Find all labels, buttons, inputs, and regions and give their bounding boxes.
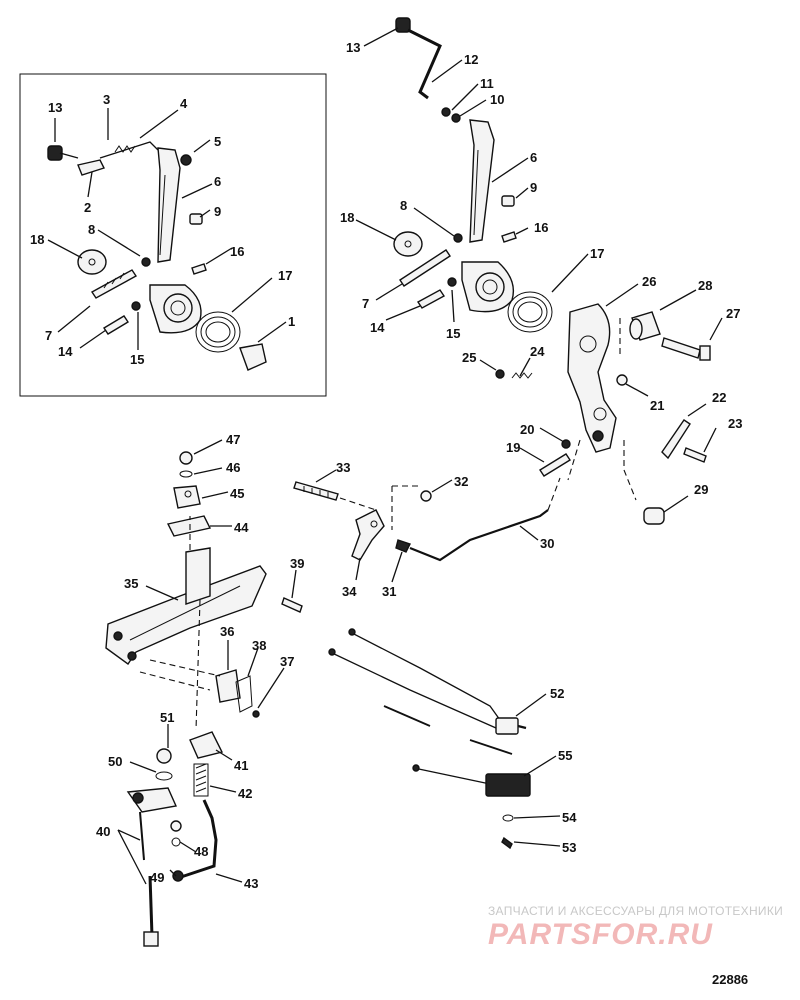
callout-34: 34 (342, 584, 357, 599)
callout-22: 22 (712, 390, 726, 405)
callout-18: 18 (340, 210, 354, 225)
callout-43: 43 (244, 876, 258, 891)
callout-11: 11 (480, 76, 494, 91)
callout-12: 12 (464, 52, 478, 67)
callout-15: 15 (446, 326, 460, 341)
reference-number: 22886 (712, 972, 749, 987)
inset-callouts: 13 3 4 5 2 6 9 8 16 18 17 7 14 15 1 (30, 92, 295, 367)
lower-bracket-assembly (105, 451, 303, 947)
callout-17: 17 (590, 246, 604, 261)
callout-13-inset: 13 (48, 100, 62, 115)
callout-24: 24 (530, 344, 545, 359)
callout-52: 52 (550, 686, 564, 701)
callout-4-inset: 4 (180, 96, 188, 111)
callout-14: 14 (370, 320, 385, 335)
main-throttle-arm (393, 17, 553, 333)
lever-rod-callouts: 33 32 34 31 30 (336, 460, 554, 599)
callout-13: 13 (346, 40, 360, 55)
callout-16-inset: 16 (230, 244, 244, 259)
callout-48: 48 (194, 844, 208, 859)
wiring-callouts: 52 55 54 53 (550, 686, 577, 855)
callout-39: 39 (290, 556, 304, 571)
callout-51: 51 (160, 710, 174, 725)
lever-rod-assembly (293, 477, 561, 562)
callout-30: 30 (540, 536, 554, 551)
callout-15-inset: 15 (130, 352, 144, 367)
callout-9-inset: 9 (214, 204, 221, 219)
callout-9: 9 (530, 180, 537, 195)
callout-1-inset: 1 (288, 314, 295, 329)
callout-50: 50 (108, 754, 122, 769)
callout-38: 38 (252, 638, 266, 653)
callout-27: 27 (726, 306, 740, 321)
callout-47: 47 (226, 432, 240, 447)
shift-bracket-callouts: 26 28 27 25 24 21 22 23 20 19 29 (462, 274, 742, 497)
shift-bracket-assembly (495, 303, 711, 525)
callout-3-inset: 3 (103, 92, 110, 107)
callout-41: 41 (234, 758, 248, 773)
callout-10: 10 (490, 92, 504, 107)
callout-7: 7 (362, 296, 369, 311)
callout-29: 29 (694, 482, 708, 497)
callout-19: 19 (506, 440, 520, 455)
callout-7-inset: 7 (45, 328, 52, 343)
wiring-harness (328, 628, 531, 850)
callout-26: 26 (642, 274, 656, 289)
callout-44: 44 (234, 520, 249, 535)
main-arm-leaders (355, 27, 589, 323)
callout-8-inset: 8 (88, 222, 95, 237)
callout-40: 40 (96, 824, 110, 839)
callout-23: 23 (728, 416, 742, 431)
callout-28: 28 (698, 278, 712, 293)
callout-45: 45 (230, 486, 244, 501)
lower-bracket-callouts: 47 46 45 44 35 39 36 38 37 51 50 41 42 4… (96, 432, 304, 891)
callout-20: 20 (520, 422, 534, 437)
callout-31: 31 (382, 584, 396, 599)
lever-rod-leaders (315, 469, 539, 583)
callout-49: 49 (150, 870, 164, 885)
main-arm-callouts: 13 12 11 10 6 9 8 16 18 17 7 14 15 (340, 40, 604, 341)
callout-33: 33 (336, 460, 350, 475)
callout-21: 21 (650, 398, 664, 413)
callout-42: 42 (238, 786, 252, 801)
wiring-leaders (513, 693, 561, 847)
callout-32: 32 (454, 474, 468, 489)
shift-bracket-leaders (479, 283, 723, 513)
callout-14-inset: 14 (58, 344, 73, 359)
callout-55: 55 (558, 748, 572, 763)
callout-17-inset: 17 (278, 268, 292, 283)
callout-18-inset: 18 (30, 232, 44, 247)
callout-6-inset: 6 (214, 174, 221, 189)
watermark-tagline: ЗАПЧАСТИ И АКСЕССУАРЫ ДЛЯ МОТОТЕХНИКИ (488, 904, 784, 918)
lower-bracket-leaders (117, 439, 297, 885)
callout-35: 35 (124, 576, 138, 591)
watermark-brand-logo: PARTSFOR.RU (488, 918, 713, 951)
callout-53: 53 (562, 840, 576, 855)
inset-assembly (47, 141, 267, 371)
callout-54: 54 (562, 810, 577, 825)
callout-8: 8 (400, 198, 407, 213)
inset-frame (19, 73, 327, 397)
callout-16: 16 (534, 220, 548, 235)
callout-2-inset: 2 (84, 200, 91, 215)
callout-36: 36 (220, 624, 234, 639)
callout-5-inset: 5 (214, 134, 221, 149)
callout-46: 46 (226, 460, 240, 475)
inset-leaders (47, 108, 287, 350)
callout-25: 25 (462, 350, 476, 365)
callout-37: 37 (280, 654, 294, 669)
callout-6: 6 (530, 150, 537, 165)
